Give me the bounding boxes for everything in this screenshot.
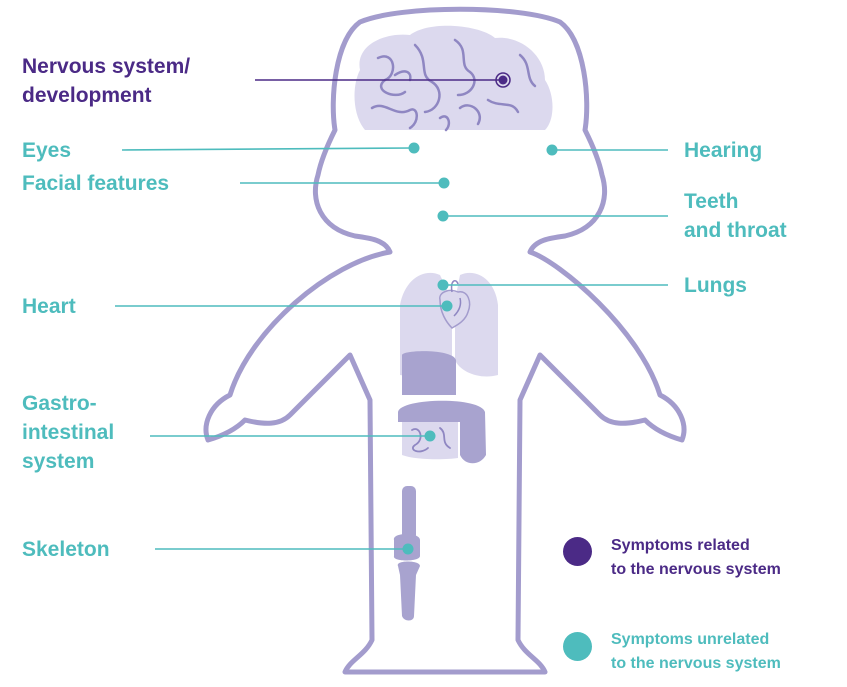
legend-unrelated-dot [563,632,592,661]
hearing-dot [547,145,558,156]
legend-related-line1: Symptoms related [611,534,781,558]
legend-related-dot [563,537,592,566]
heart-dot [442,301,453,312]
facial-dot [439,178,450,189]
eyes-dot [409,143,420,154]
lungs-dot [438,280,449,291]
legend-related-text: Symptoms related to the nervous system [611,534,781,582]
gi-label-line2: intestinal [22,418,114,447]
legend-related-line2: to the nervous system [611,558,781,582]
hearing-label: Hearing [684,136,762,165]
teeth-label: Teeth and throat [684,187,787,245]
skeleton-label: Skeleton [22,535,110,564]
gi-label: Gastro- intestinal system [22,389,114,476]
teeth-label-line1: Teeth [684,187,787,216]
eyes-label: Eyes [22,136,71,165]
legend-unrelated-line2: to the nervous system [611,652,781,676]
gi-label-line1: Gastro- [22,389,114,418]
gi-dot [425,431,436,442]
teeth-dot [438,211,449,222]
skeleton-dot [403,544,414,555]
nervous-label: Nervous system/ development [22,52,190,110]
legend-unrelated-line1: Symptoms unrelated [611,628,781,652]
gi-label-line3: system [22,447,114,476]
teeth-label-line2: and throat [684,216,787,245]
nervous-label-line1: Nervous system/ [22,52,190,81]
heart-label: Heart [22,292,76,321]
lungs-label: Lungs [684,271,747,300]
nervous-dot-inner [499,76,508,85]
nervous-label-line2: development [22,81,190,110]
legend-unrelated-text: Symptoms unrelated to the nervous system [611,628,781,676]
facial-label: Facial features [22,169,169,198]
